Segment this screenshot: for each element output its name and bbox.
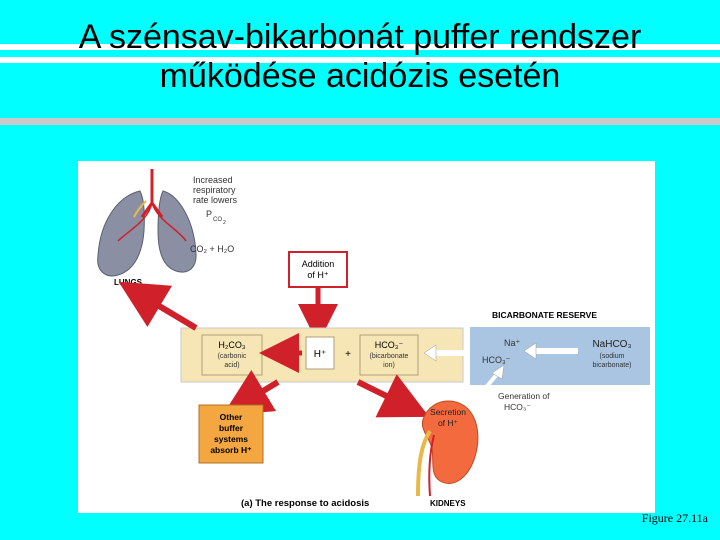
other-buffers-box <box>198 404 264 464</box>
respiratory-note-co: CO <box>213 217 222 223</box>
h2co3: H₂CO₃ <box>218 340 245 350</box>
generation-2: HCO₃⁻ <box>504 402 531 412</box>
addition-h-box <box>288 251 348 288</box>
respiratory-note-p: P <box>206 209 212 219</box>
bicarbonate-ion-1: (bicarbonate <box>370 353 409 360</box>
reserve-to-hco3-arrow-head <box>423 344 437 362</box>
slide-title-line1: A szénsav-bikarbonát puffer rendszer <box>78 18 642 56</box>
generation-1: Generation of <box>498 391 550 401</box>
respiratory-note-1: Increased <box>193 175 233 185</box>
generation-arrow-shaft <box>476 371 500 399</box>
to-buffers-arrow <box>222 369 280 416</box>
figure-caption: Figure 27.11a <box>641 511 708 525</box>
addition-h-line1: Addition <box>302 259 335 269</box>
title-stripe-bottom <box>0 57 720 63</box>
na-plus: Na⁺ <box>504 338 521 348</box>
co2-h2o: CO₂ + H₂O <box>190 244 234 254</box>
reserve-dissociation-arrow-head <box>523 342 537 360</box>
sodium-bicarbonate-1: (sodium <box>600 353 625 360</box>
title-band: A szénsav-bikarbonát puffer rendszer műk… <box>0 0 720 125</box>
carbonic-acid-2: acid) <box>224 362 239 369</box>
other-buffers-2: buffer <box>219 423 244 433</box>
secretion-1: Secretion <box>430 407 466 417</box>
to-lungs-arrow <box>118 281 198 331</box>
h2co3-box <box>201 334 263 376</box>
diagram-svg: LUNGS Increased respiratory rate lowers … <box>97 169 650 509</box>
lungs-icon <box>97 169 197 277</box>
carbonic-acid-1: (carbonic <box>218 353 247 360</box>
acidosis-diagram: LUNGS Increased respiratory rate lowers … <box>78 161 655 513</box>
bicarb-reserve-label: BICARBONATE RESERVE <box>492 310 597 320</box>
hco3: HCO₃⁻ <box>375 340 404 350</box>
to-kidneys-arrow <box>356 374 430 418</box>
other-buffers-3: systems <box>214 434 248 444</box>
title-bottom-rule <box>0 118 720 125</box>
other-buffers-1: Other <box>220 412 243 422</box>
plus-sign: + <box>345 349 351 360</box>
respiratory-note: Increased respiratory rate lowers P CO 2 <box>193 175 238 226</box>
kidneys-label: KIDNEYS <box>430 499 466 508</box>
kidney-icon <box>416 400 479 497</box>
respiratory-note-2: respiratory <box>193 185 236 195</box>
respiratory-note-3: rate lowers <box>193 195 238 205</box>
slide-title-line2: működése acidózis esetén <box>159 57 561 95</box>
secretion-2: of H⁺ <box>438 418 459 428</box>
addition-h-line2: of H⁺ <box>307 270 329 280</box>
lungs-label: LUNGS <box>114 278 143 287</box>
slide-title: A szénsav-bikarbonát puffer rendszer műk… <box>0 18 720 96</box>
bicarbonate-ion-2: ion) <box>383 362 395 369</box>
other-buffers-4: absorb H⁺ <box>210 445 252 455</box>
sodium-bicarbonate-2: bicarbonate) <box>593 362 632 369</box>
response-label: (a) The response to acidosis <box>241 498 369 509</box>
title-stripe-top <box>0 44 720 50</box>
h-ion: H⁺ <box>314 349 327 360</box>
generation-arrow-head <box>491 364 505 380</box>
nahco3: NaHCO₃ <box>592 339 631 350</box>
h-ion-box <box>305 336 335 370</box>
hco3-reserve: HCO₃⁻ <box>482 355 511 365</box>
respiratory-note-sub: 2 <box>223 220 226 226</box>
